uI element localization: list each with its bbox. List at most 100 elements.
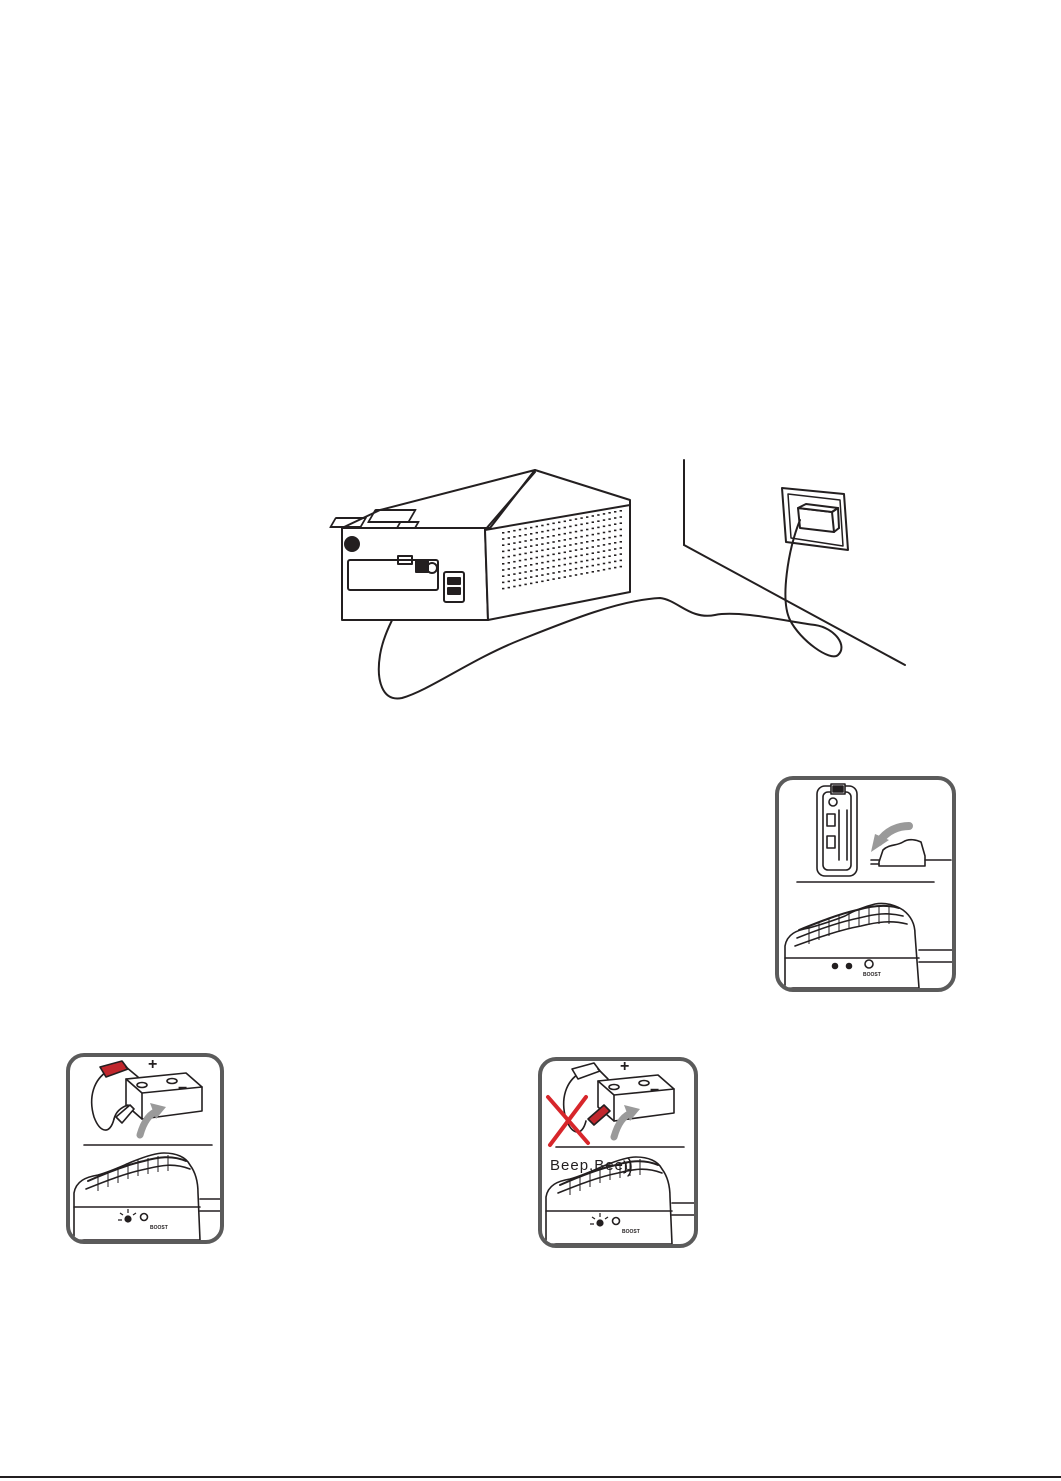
- vent-hole: [614, 517, 616, 519]
- vent-hole: [569, 563, 571, 565]
- vent-hole: [603, 544, 605, 546]
- vent-hole: [614, 542, 616, 544]
- vent-hole: [564, 521, 566, 523]
- vent-hole: [541, 568, 543, 570]
- vent-hole: [592, 565, 594, 567]
- vent-hole: [592, 546, 594, 548]
- vent-hole: [564, 545, 566, 547]
- plus-sign: +: [620, 1061, 629, 1075]
- vent-hole: [580, 517, 582, 519]
- vent-hole: [620, 529, 622, 531]
- beep-warning-text: Beep,Beep: [550, 1157, 633, 1174]
- vent-hole: [558, 528, 560, 530]
- vent-hole: [524, 577, 526, 579]
- vent-hole: [524, 584, 526, 586]
- vent-hole: [536, 582, 538, 584]
- vent-hole: [580, 548, 582, 550]
- boost-panel: BOOST: [775, 776, 956, 992]
- footer-rule: [0, 1476, 1061, 1478]
- vent-hole: [620, 516, 622, 518]
- vent-hole: [620, 547, 622, 549]
- vent-hole: [541, 562, 543, 564]
- vent-hole: [580, 542, 582, 544]
- vent-hole: [524, 528, 526, 530]
- vent-hole: [508, 587, 510, 589]
- vent-hole: [586, 554, 588, 556]
- vent-hole: [586, 547, 588, 549]
- vent-hole: [502, 575, 504, 577]
- vent-hole: [564, 527, 566, 529]
- vent-hole: [513, 561, 515, 563]
- vent-hole: [558, 553, 560, 555]
- vent-hole: [586, 560, 588, 562]
- vent-hole: [575, 518, 577, 520]
- vent-hole: [575, 537, 577, 539]
- vent-hole: [536, 532, 538, 534]
- vent-hole: [524, 546, 526, 548]
- vent-hole: [530, 545, 532, 547]
- vent-hole: [569, 538, 571, 540]
- vent-hole: [603, 519, 605, 521]
- vent-hole: [575, 562, 577, 564]
- vent-hole: [608, 531, 610, 533]
- vent-hole: [580, 561, 582, 563]
- vent-hole: [541, 556, 543, 558]
- vent-hole: [614, 548, 616, 550]
- vent-hole: [552, 535, 554, 537]
- vent-hole: [530, 570, 532, 572]
- vent-hole: [597, 527, 599, 529]
- vent-hole: [547, 548, 549, 550]
- vent-hole: [603, 538, 605, 540]
- vent-hole: [558, 534, 560, 536]
- vent-hole: [524, 565, 526, 567]
- vent-hole: [536, 557, 538, 559]
- vent-hole: [580, 567, 582, 569]
- vent-hole: [575, 549, 577, 551]
- vent-hole: [592, 540, 594, 542]
- vent-hole: [586, 535, 588, 537]
- vent-hole: [603, 557, 605, 559]
- vent-hole: [530, 552, 532, 554]
- vent-hole: [513, 542, 515, 544]
- vent-hole: [508, 574, 510, 576]
- vent-hole: [530, 533, 532, 535]
- vent-hole: [580, 530, 582, 532]
- vent-hole: [569, 519, 571, 521]
- vent-hole: [586, 541, 588, 543]
- vent-hole: [508, 537, 510, 539]
- vent-hole: [592, 552, 594, 554]
- vent-hole: [552, 572, 554, 574]
- vent-hole: [569, 569, 571, 571]
- vent-hole: [513, 549, 515, 551]
- vent-hole: [519, 578, 521, 580]
- vent-hole: [547, 536, 549, 538]
- vent-hole: [536, 538, 538, 540]
- vent-hole: [614, 530, 616, 532]
- vent-hole: [564, 564, 566, 566]
- vent-hole: [575, 574, 577, 576]
- vent-hole: [502, 569, 504, 571]
- vent-hole: [620, 522, 622, 524]
- vent-hole: [530, 583, 532, 585]
- vent-hole: [603, 563, 605, 565]
- vent-hole: [530, 558, 532, 560]
- vent-hole: [547, 524, 549, 526]
- clamps-on-battery-reversed-icon: + − BOOST: [542, 1061, 694, 1244]
- vent-hole: [575, 556, 577, 558]
- vent-hole: [603, 569, 605, 571]
- vent-hole: [592, 559, 594, 561]
- vent-hole: [536, 569, 538, 571]
- vent-hole: [536, 575, 538, 577]
- wrong-connection-cross-icon: [548, 1097, 588, 1145]
- vent-hole: [508, 556, 510, 558]
- vent-hole: [597, 539, 599, 541]
- vent-hole: [541, 525, 543, 527]
- vent-hole: [597, 533, 599, 535]
- vent-hole: [614, 561, 616, 563]
- vent-hole: [552, 554, 554, 556]
- vent-hole: [592, 571, 594, 573]
- vent-hole: [597, 545, 599, 547]
- vent-hole: [547, 561, 549, 563]
- vent-hole: [569, 526, 571, 528]
- vent-hole: [586, 566, 588, 568]
